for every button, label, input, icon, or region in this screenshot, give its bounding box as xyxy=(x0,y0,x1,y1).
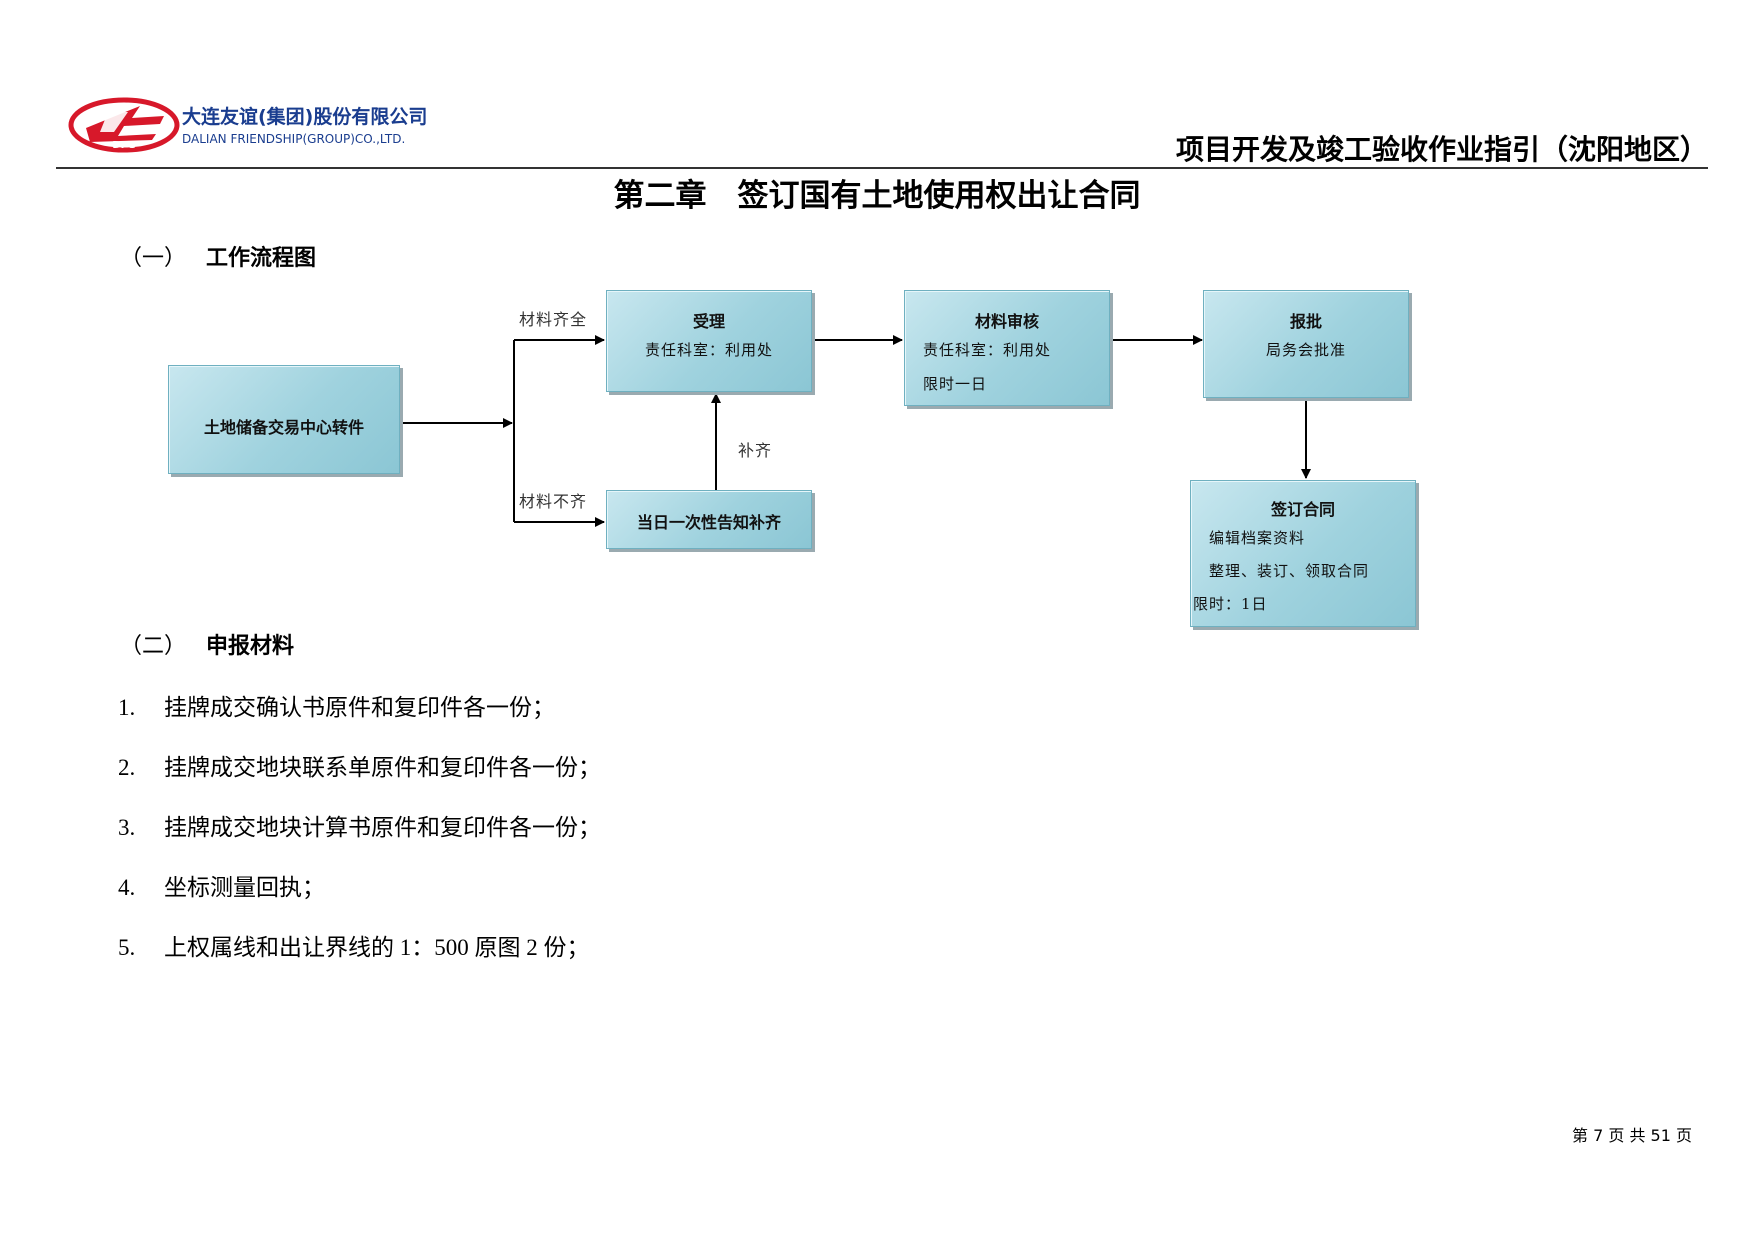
flow-box-title: 材料审核 xyxy=(974,312,1039,331)
flow-box-title: 土地储备交易中心转件 xyxy=(203,418,364,437)
flow-box-title: 签订合同 xyxy=(1270,500,1335,519)
company-name-en: DALIAN FRIENDSHIP(GROUP)CO.,LTD. xyxy=(182,132,406,146)
section-number: （二） xyxy=(120,634,187,659)
label-materials-incomplete: 材料不齐 xyxy=(519,492,588,511)
section-heading-flowchart: （一） 工作流程图 xyxy=(120,240,316,272)
flow-box-line: 局务会批准 xyxy=(1265,341,1346,359)
flow-box-line: 责任科室：利用处 xyxy=(644,341,773,359)
company-name-cn: 大连友谊(集团)股份有限公司 xyxy=(182,106,428,128)
page-number: 第 7 页 共 51 页 xyxy=(1572,1126,1692,1145)
list-item-text: 上权属线和出让界线的 1：500 原图 2 份； xyxy=(164,935,590,960)
label-materials-complete: 材料齐全 xyxy=(519,310,588,329)
flow-box-title: 当日一次性告知补齐 xyxy=(636,513,781,532)
list-item: 5. 上权属线和出让界线的 1：500 原图 2 份； xyxy=(118,928,590,962)
list-item: 3. 挂牌成交地块计算书原件和复印件各一份； xyxy=(118,808,601,842)
flowchart-connectors xyxy=(402,335,1311,527)
list-item-text: 挂牌成交地块计算书原件和复印件各一份； xyxy=(164,815,601,840)
flow-box-line: 编辑档案资料 xyxy=(1209,529,1306,547)
chapter-title: 第二章 签订国有土地使用权出让合同 xyxy=(613,178,1141,214)
list-item-text: 挂牌成交地块联系单原件和复印件各一份； xyxy=(164,755,601,780)
flow-box-title: 报批 xyxy=(1289,312,1322,331)
flow-box-notify: 当日一次性告知补齐 xyxy=(606,490,812,549)
flow-box-land-reserve-transfer: 土地储备交易中心转件 xyxy=(168,365,400,474)
list-item-number: 4. xyxy=(118,875,136,900)
list-item: 2. 挂牌成交地块联系单原件和复印件各一份； xyxy=(118,748,601,782)
flow-box-line: 责任科室：利用处 xyxy=(923,341,1052,359)
section-heading-materials: （二） 申报材料 xyxy=(120,628,294,660)
list-item-number: 2. xyxy=(118,755,136,780)
list-item-text: 挂牌成交确认书原件和复印件各一份； xyxy=(164,695,555,720)
list-item-number: 1. xyxy=(118,695,136,720)
flow-box-line: 限时：1日 xyxy=(1193,595,1268,613)
flow-box-line: 整理、装订、领取合同 xyxy=(1209,562,1370,580)
flow-box-title: 受理 xyxy=(692,312,725,331)
list-item: 4. 坐标测量回执； xyxy=(118,868,325,902)
document-title: 项目开发及竣工验收作业指引（沈阳地区） xyxy=(1175,133,1708,166)
list-item-number: 3. xyxy=(118,815,136,840)
flow-box-approve: 报批 局务会批准 xyxy=(1203,290,1409,398)
company-logo: DFG xyxy=(68,97,180,153)
label-supplement: 补齐 xyxy=(738,441,773,460)
list-item: 1. 挂牌成交确认书原件和复印件各一份； xyxy=(118,688,555,722)
section-title: 工作流程图 xyxy=(206,246,317,271)
list-item-text: 坐标测量回执； xyxy=(164,875,325,900)
flow-box-review: 材料审核 责任科室：利用处 限时一日 xyxy=(904,290,1110,406)
header-divider xyxy=(56,167,1708,169)
flow-box-sign-contract: 签订合同 编辑档案资料 整理、装订、领取合同 限时：1日 xyxy=(1190,480,1416,627)
logo-text: DFG xyxy=(112,140,135,151)
flow-box-accept: 受理 责任科室：利用处 xyxy=(606,290,812,392)
list-item-number: 5. xyxy=(118,935,136,960)
flow-box-line: 限时一日 xyxy=(923,375,988,393)
section-number: （一） xyxy=(120,246,187,271)
section-title: 申报材料 xyxy=(206,634,295,659)
